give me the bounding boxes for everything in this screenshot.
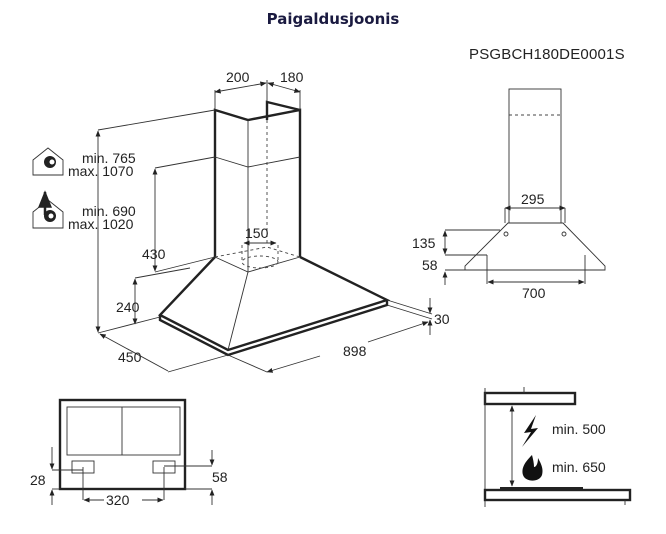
- dim-150: 150: [245, 225, 269, 241]
- flame-icon: [522, 455, 543, 481]
- lightning-icon: [522, 415, 538, 447]
- page-title: Paigaldusjoonis: [266, 10, 400, 28]
- extraction-min: min. 690: [82, 203, 136, 219]
- dim-58-bottom: 58: [212, 469, 228, 485]
- dim-430: 430: [142, 246, 166, 262]
- dim-135: 135: [412, 235, 436, 251]
- hood-bottom-view: 28 58 320: [30, 398, 228, 508]
- model-number: PSGBCH180DE0001S: [469, 46, 625, 63]
- clearance-electric: min. 500: [552, 421, 606, 437]
- dim-898: 898: [343, 343, 367, 359]
- dim-700: 700: [522, 285, 546, 301]
- dim-58-side: 58: [422, 257, 438, 273]
- recirculation-max: max. 1070: [68, 163, 134, 179]
- dim-28: 28: [30, 472, 46, 488]
- hood-side-view: 295 135 58 700: [412, 88, 606, 301]
- dim-200: 200: [226, 69, 250, 85]
- extraction-max: max. 1020: [68, 216, 134, 232]
- dim-450: 450: [118, 349, 142, 365]
- dim-180: 180: [280, 69, 304, 85]
- house-recirculation-icon: [32, 147, 64, 176]
- dim-295: 295: [521, 191, 545, 207]
- hood-isometric-view: 200 180 430 240 150 450 898 30: [32, 69, 450, 373]
- dim-30: 30: [434, 311, 450, 327]
- dim-320: 320: [106, 492, 130, 508]
- dim-240: 240: [116, 299, 140, 315]
- clearance-gas: min. 650: [552, 459, 606, 475]
- clearance-view: min. 500 min. 650: [483, 387, 632, 507]
- recirculation-min: min. 765: [82, 150, 136, 166]
- house-extraction-icon: [32, 190, 64, 229]
